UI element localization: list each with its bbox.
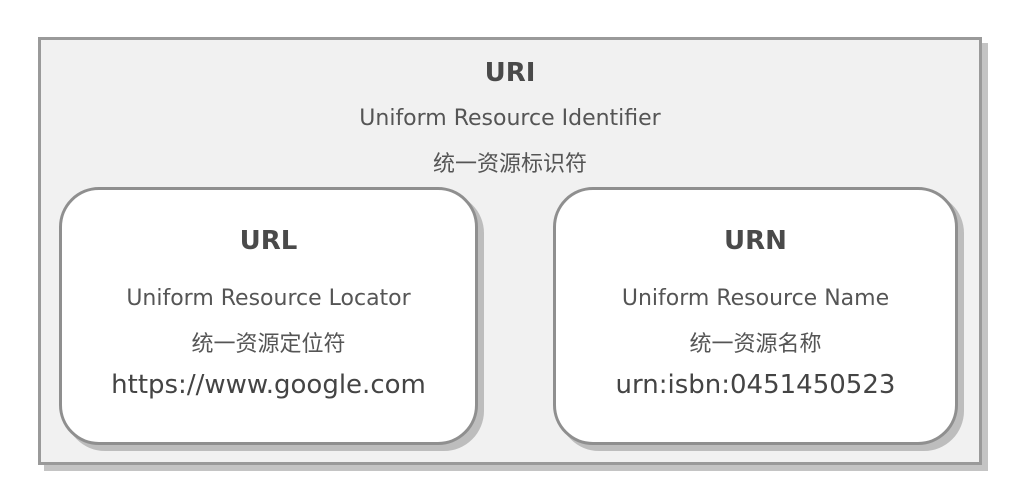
uri-english-name: Uniform Resource Identifier (359, 106, 661, 131)
uri-title: URI (484, 58, 536, 88)
urn-title: URN (724, 226, 787, 256)
url-title: URL (239, 226, 298, 256)
url-chinese-name: 统一资源定位符 (191, 332, 346, 357)
urn-chinese-name: 统一资源名称 (689, 332, 822, 357)
url-english-name: Uniform Resource Locator (126, 286, 411, 311)
url-example: https://www.google.com (111, 370, 426, 400)
url-box: URL Uniform Resource Locator 统一资源定位符 htt… (59, 187, 478, 445)
urn-english-name: Uniform Resource Name (621, 286, 890, 311)
urn-example: urn:isbn:0451450523 (615, 370, 896, 400)
uri-chinese-name: 统一资源标识符 (432, 152, 587, 177)
urn-box: URN Uniform Resource Name 统一资源名称 urn:isb… (553, 187, 958, 445)
